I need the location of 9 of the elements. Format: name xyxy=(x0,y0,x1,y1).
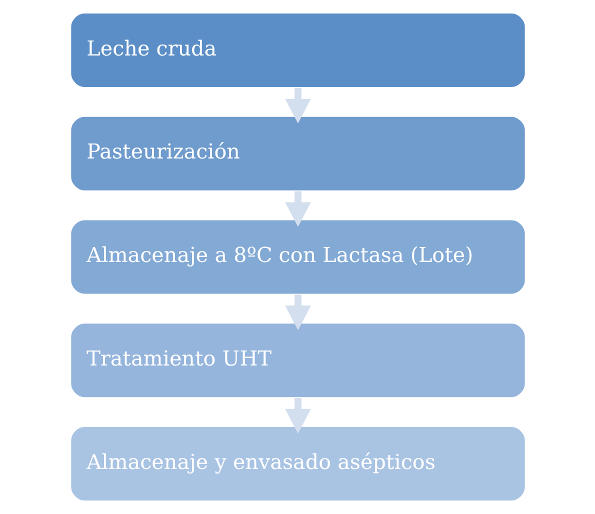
node-box: Leche cruda xyxy=(70,12,526,88)
arrow xyxy=(284,191,310,227)
arrow xyxy=(284,398,310,434)
node-box: Almacenaje y envasado asépticos xyxy=(70,426,526,502)
arrow xyxy=(284,88,310,124)
node-box: Pasteurización xyxy=(70,116,526,192)
node-box: Almacenaje a 8ºC con Lactasa (Lote) xyxy=(70,219,526,295)
arrow xyxy=(284,294,310,330)
node-box: Tratamiento UHT xyxy=(70,322,526,398)
